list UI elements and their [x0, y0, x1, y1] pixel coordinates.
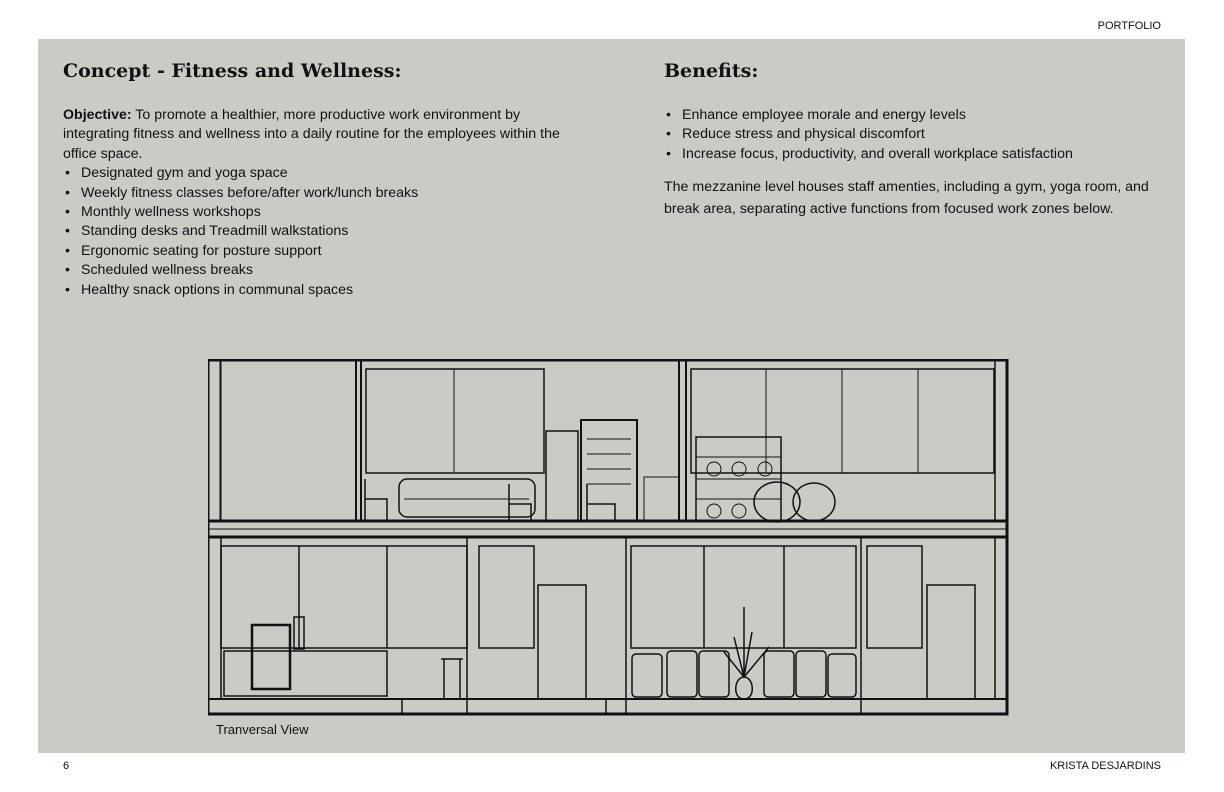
list-item: Ergonomic seating for posture support: [63, 242, 583, 262]
list-item: Reduce stress and physical discomfort: [664, 125, 1174, 145]
list-item: Healthy snack options in communal spaces: [63, 281, 583, 301]
page-number: 6: [63, 760, 70, 772]
list-item: Designated gym and yoga space: [63, 164, 583, 184]
content-panel: Concept - Fitness and Wellness: Objectiv…: [38, 39, 1185, 753]
header-label: PORTFOLIO: [1097, 20, 1161, 32]
objective: Objective: To promote a healthier, more …: [63, 106, 583, 164]
concept-title: Concept - Fitness and Wellness:: [63, 60, 402, 82]
list-item: Standing desks and Treadmill walkstation…: [63, 222, 583, 242]
author-name: KRISTA DESJARDINS: [1049, 760, 1161, 772]
transversal-section-drawing: [208, 359, 1009, 716]
list-item: Scheduled wellness breaks: [63, 261, 583, 281]
benefits-title: Benefits:: [664, 60, 759, 82]
objective-text: To promote a healthier, more productive …: [63, 107, 560, 162]
list-item: Monthly wellness workshops: [63, 203, 583, 223]
concept-list: Designated gym and yoga space Weekly fit…: [63, 164, 583, 300]
list-item: Weekly fitness classes before/after work…: [63, 184, 583, 204]
benefits-body: Enhance employee morale and energy level…: [664, 106, 1174, 220]
objective-label: Objective:: [63, 107, 132, 123]
list-item: Enhance employee morale and energy level…: [664, 106, 1174, 126]
concept-body: Objective: To promote a healthier, more …: [63, 106, 583, 300]
list-item: Increase focus, productivity, and overal…: [664, 145, 1174, 165]
benefits-list: Enhance employee morale and energy level…: [664, 106, 1174, 165]
benefits-paragraph: The mezzanine level houses staff amentie…: [664, 179, 1149, 218]
drawing-caption: Tranversal View: [216, 722, 309, 737]
